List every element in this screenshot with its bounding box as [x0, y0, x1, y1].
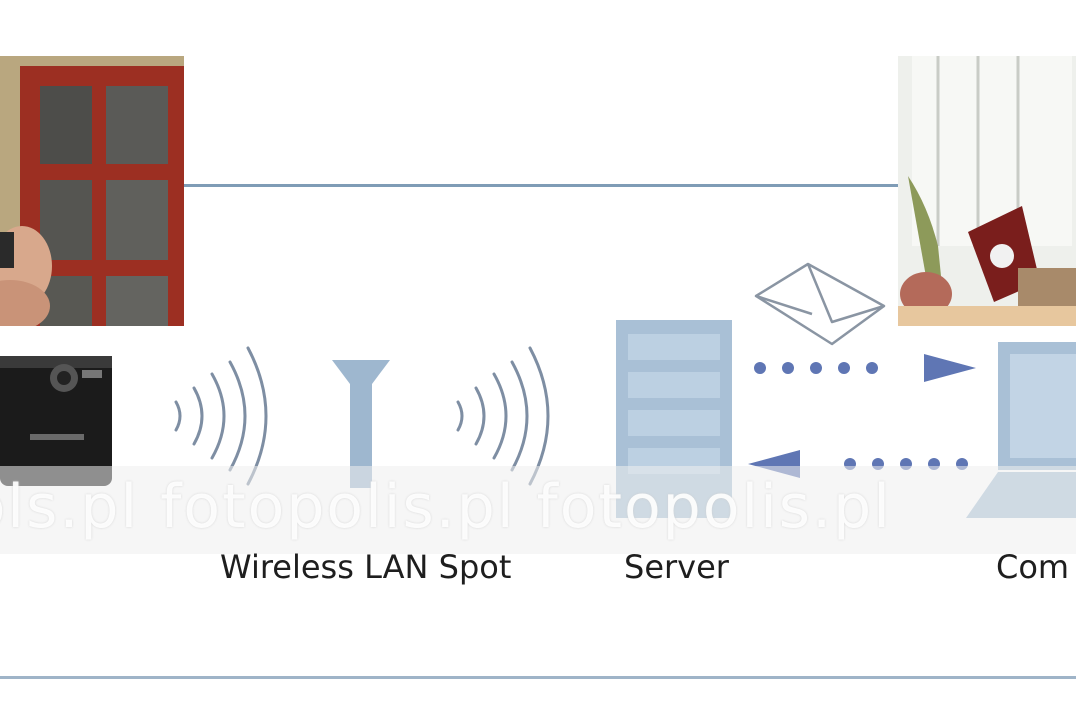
bottom-divider-line — [0, 676, 1076, 679]
computer-label: Com — [996, 548, 1070, 586]
server-label: Server — [624, 548, 729, 586]
photo-laptop-user-icon — [898, 56, 1076, 326]
camera-icon — [0, 356, 112, 486]
photo-camera-user-icon — [0, 56, 184, 326]
watermark-band: ools.pl fotopolis.pl fotopolis.pl — [0, 466, 1076, 554]
wireless-lan-spot-label: Wireless LAN Spot — [220, 548, 512, 586]
top-divider-line — [183, 184, 903, 187]
watermark-text: ools.pl fotopolis.pl fotopolis.pl — [0, 472, 892, 542]
wlan-antenna-icon — [332, 360, 390, 488]
arrow-right-icon — [754, 354, 976, 382]
envelope-icon — [754, 262, 886, 346]
